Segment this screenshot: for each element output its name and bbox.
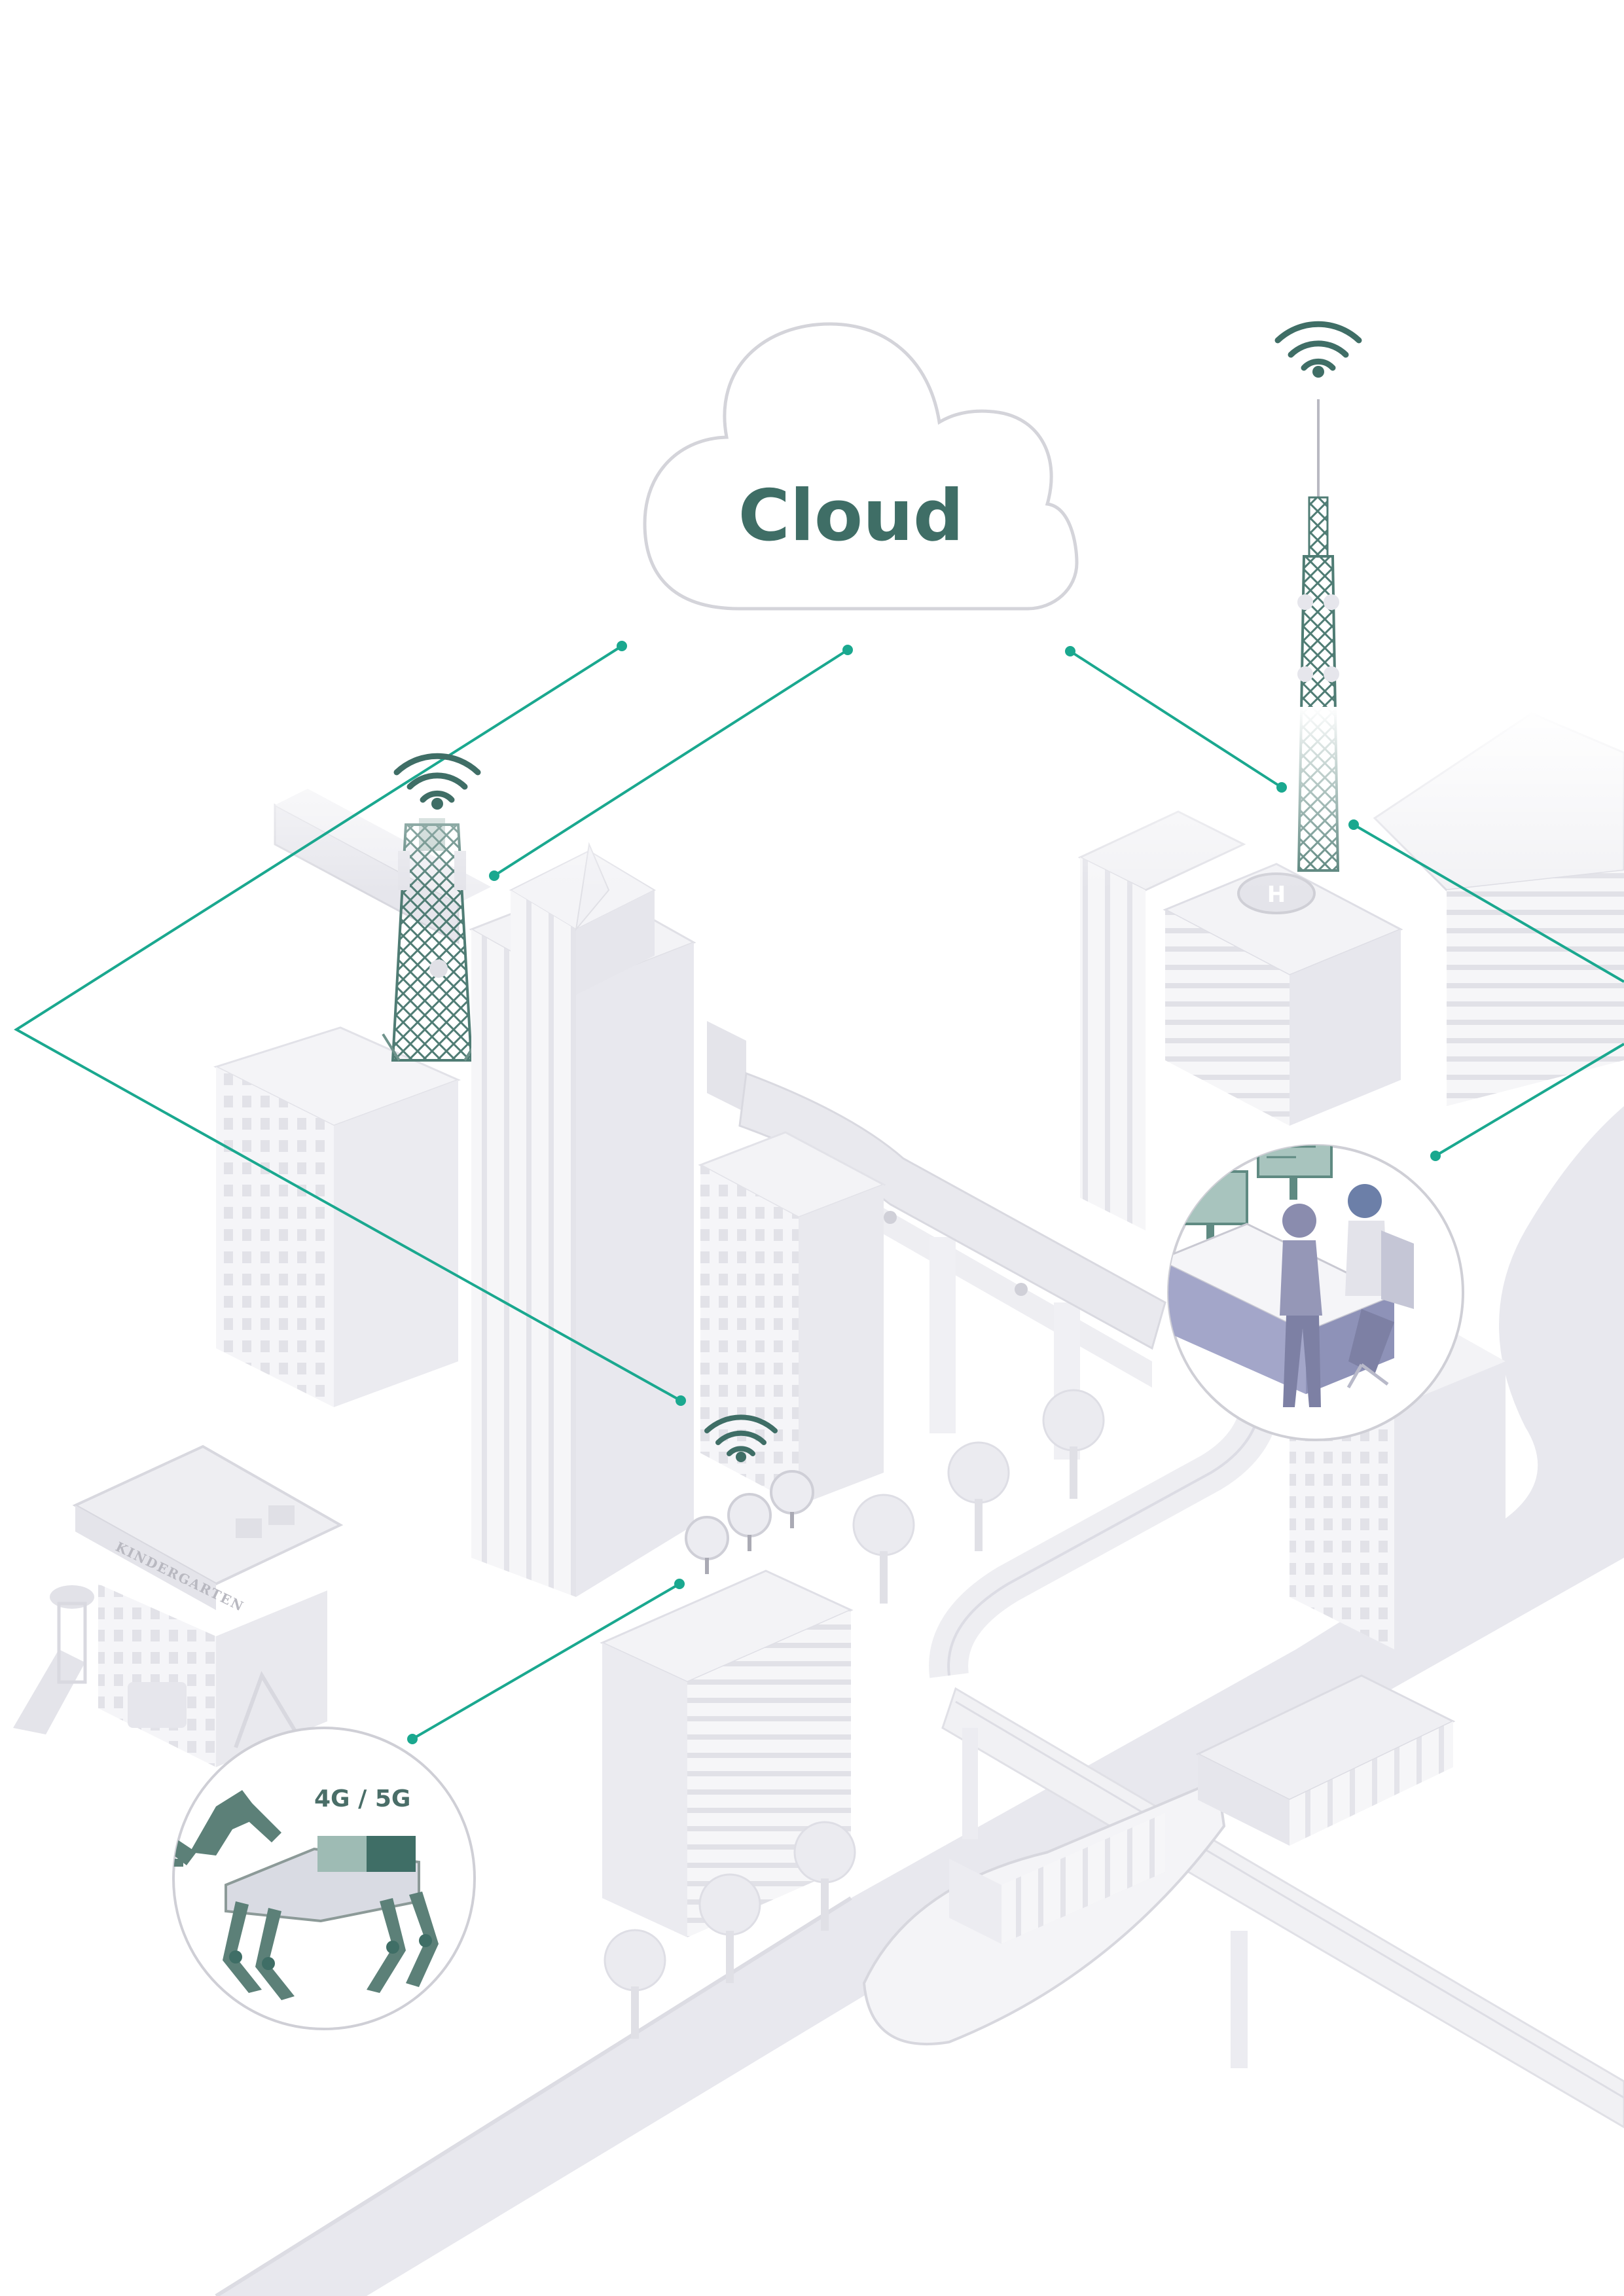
- network-generation-label: 4G / 5G: [314, 1785, 410, 1812]
- link-cloud-to-center-tower: [493, 649, 849, 877]
- robot-dog-icon: [173, 1790, 439, 2000]
- ornate-office-building: [213, 1026, 461, 1407]
- container-ship: [862, 1778, 1226, 2046]
- network-nodes: [407, 641, 1441, 1744]
- link-east-to-ops: [1434, 1043, 1624, 1157]
- link-cloud-to-right-tower: [1069, 650, 1283, 789]
- dock-containers: [1195, 1674, 1456, 1846]
- wifi-icon: [704, 1414, 778, 1462]
- satellite-dish-icon: [685, 1470, 814, 1574]
- river-bank: [215, 1896, 852, 2296]
- kindergarten-building: KINDERGARTEN: [72, 1444, 344, 1767]
- trees: [604, 1389, 1105, 2039]
- cloud-label: Cloud: [738, 475, 964, 557]
- operator-workstation-panel: [1167, 1144, 1464, 1441]
- highway-lower: [941, 1687, 1624, 2128]
- cloud-icon: Cloud: [643, 322, 1079, 611]
- robot-dog-panel: 4G / 5G: [172, 1727, 476, 2030]
- link-dishes-to-robot: [411, 1583, 681, 1740]
- apartment-block-center: [698, 1131, 886, 1505]
- wifi-icon: [1274, 321, 1362, 378]
- wifi-icon: [393, 753, 481, 810]
- central-skyscraper: [469, 842, 696, 1597]
- network-connections: [14, 645, 1624, 1740]
- playground: [13, 1585, 303, 1749]
- link-cloud-to-edge-left: [14, 645, 681, 1402]
- link-right-tower-to-east: [1352, 823, 1624, 983]
